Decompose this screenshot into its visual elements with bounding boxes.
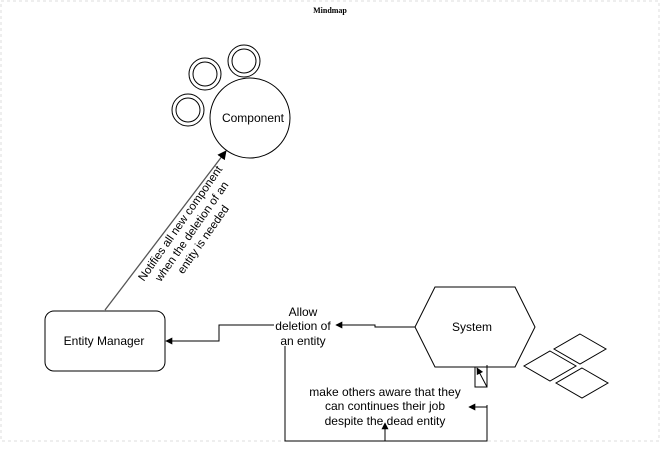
make-aware-line-1: make others aware that they (309, 385, 460, 399)
notifies-edge[interactable] (104, 150, 227, 311)
double-circle-icon (227, 44, 261, 78)
double-circle-icon (188, 57, 222, 91)
svg-text:deletion of: deletion of (275, 319, 331, 333)
system-label: System (452, 320, 492, 334)
make-aware-line-3: despite the dead entity (325, 414, 446, 428)
system-to-allow-deletion-edge[interactable] (335, 321, 415, 329)
double-circle-icon (171, 93, 205, 127)
svg-text:Allow: Allow (289, 305, 318, 319)
allow-deletion-label: Allow deletion of an entity (275, 305, 331, 348)
make-aware-box[interactable]: make others aware that they can continue… (284, 346, 488, 442)
system-to-make-aware-edge[interactable] (474, 367, 488, 388)
make-aware-to-system-edge[interactable] (476, 367, 488, 388)
entity-manager-label: Entity Manager (64, 334, 145, 348)
diagram-title: Mindmap (313, 6, 347, 15)
svg-text:an entity: an entity (280, 334, 325, 348)
system-node[interactable]: System (414, 286, 536, 368)
diamond-cluster-icon (522, 333, 610, 399)
notifies-edge-label: Notifies all new component when the dele… (137, 163, 232, 284)
make-aware-line-2: can continues their job (325, 399, 445, 413)
component-label: Component (222, 111, 285, 125)
component-node[interactable]: Component (209, 77, 291, 159)
allow-deletion-to-entity-manager-edge[interactable] (165, 324, 274, 345)
entity-manager-node[interactable]: Entity Manager (44, 310, 166, 372)
